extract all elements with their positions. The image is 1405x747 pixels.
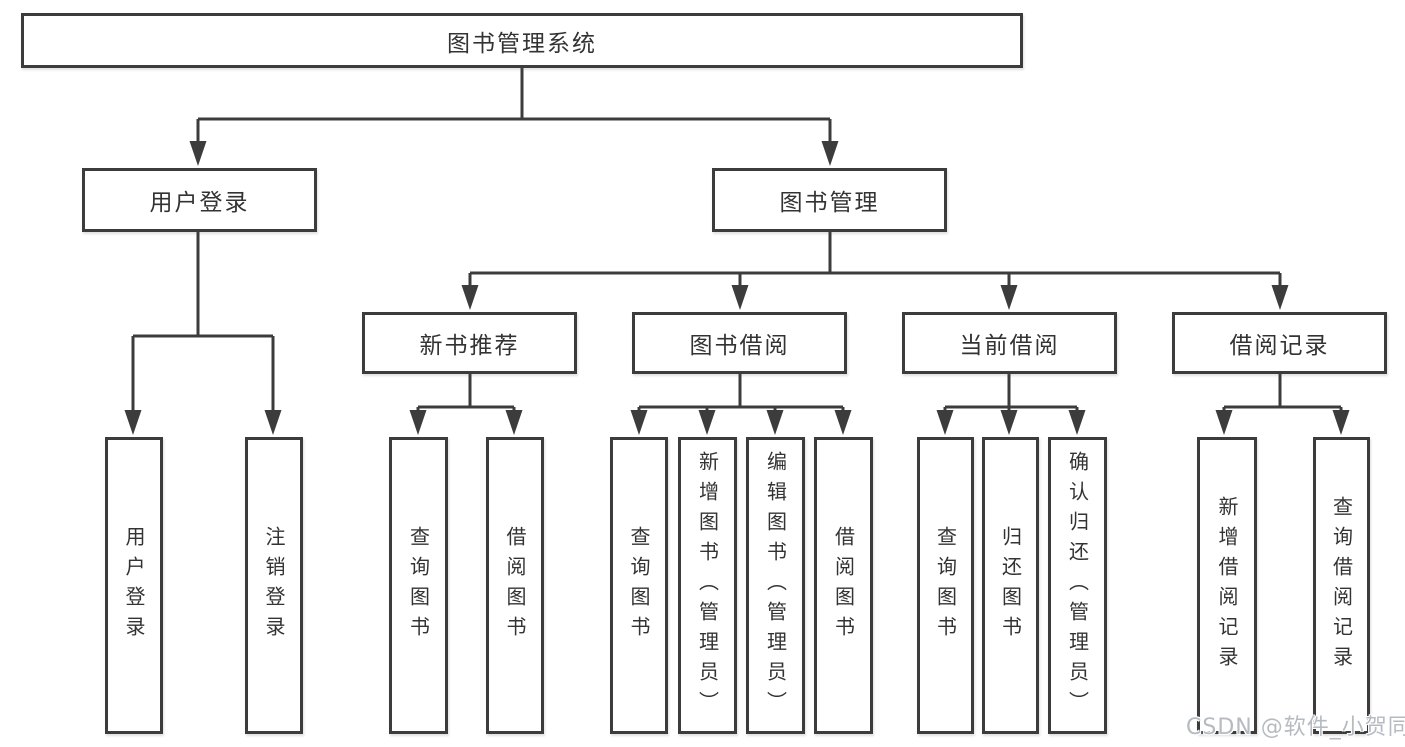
leaf-query-books-borrow: 查询图书	[610, 437, 668, 734]
leaf-confirm-return-admin: 确认归还（管理员）	[1048, 437, 1107, 734]
leaf-add-borrow-record: 新增借阅记录	[1197, 437, 1257, 734]
leaf-borrow-books-newbook-label: 借阅图书	[503, 525, 527, 646]
leaf-query-books-borrow-label: 查询图书	[627, 525, 651, 646]
leaf-edit-book-admin: 编辑图书（管理员）	[746, 437, 805, 734]
leaf-query-borrow-record: 查询借阅记录	[1313, 437, 1370, 734]
node-borrow-records: 借阅记录	[1172, 312, 1387, 374]
leaf-add-borrow-record-label: 新增借阅记录	[1215, 495, 1239, 676]
csdn-watermark: CSDN @软件_小贺同学	[1186, 715, 1405, 740]
connector-lines	[131, 68, 1343, 411]
node-current-borrow: 当前借阅	[902, 312, 1117, 374]
node-book-borrow-label: 图书借阅	[689, 333, 790, 359]
leaf-confirm-return-admin-label: 确认归还（管理员）	[1065, 450, 1090, 721]
leaf-borrow-books-borrow: 借阅图书	[814, 437, 873, 734]
leaf-borrow-books-borrow-label: 借阅图书	[831, 525, 856, 646]
leaf-logout-login: 注销登录	[245, 437, 303, 734]
leaf-logout-login-label: 注销登录	[262, 525, 286, 646]
leaf-query-books-newbook-label: 查询图书	[406, 525, 431, 646]
leaf-user-login: 用户登录	[105, 437, 163, 734]
node-library-system: 图书管理系统	[21, 13, 1023, 68]
node-new-book-recommend-label: 新书推荐	[419, 333, 520, 359]
leaf-edit-book-admin-label: 编辑图书（管理员）	[763, 450, 788, 721]
arrowheads	[124, 141, 1350, 435]
node-user-login: 用户登录	[82, 168, 317, 232]
leaf-return-book: 归还图书	[982, 437, 1039, 734]
node-new-book-recommend: 新书推荐	[362, 312, 577, 374]
leaf-return-book-label: 归还图书	[998, 525, 1023, 646]
node-borrow-records-label: 借阅记录	[1229, 333, 1330, 359]
node-library-system-label: 图书管理系统	[447, 30, 597, 57]
leaf-user-login-label: 用户登录	[122, 525, 146, 646]
leaf-query-borrow-record-label: 查询借阅记录	[1329, 495, 1354, 676]
node-book-management: 图书管理	[712, 168, 947, 232]
leaf-query-books-current-label: 查询图书	[933, 525, 958, 646]
node-book-management-label: 图书管理	[779, 190, 880, 216]
leaf-borrow-books-newbook: 借阅图书	[486, 437, 544, 734]
node-current-borrow-label: 当前借阅	[959, 333, 1060, 359]
leaf-query-books-newbook: 查询图书	[389, 437, 448, 734]
leaf-add-book-admin-label: 新增图书（管理员）	[695, 450, 720, 721]
node-book-borrow: 图书借阅	[632, 312, 847, 374]
node-user-login-label: 用户登录	[149, 190, 250, 216]
leaf-add-book-admin: 新增图书（管理员）	[678, 437, 737, 734]
leaf-query-books-current: 查询图书	[917, 437, 974, 734]
